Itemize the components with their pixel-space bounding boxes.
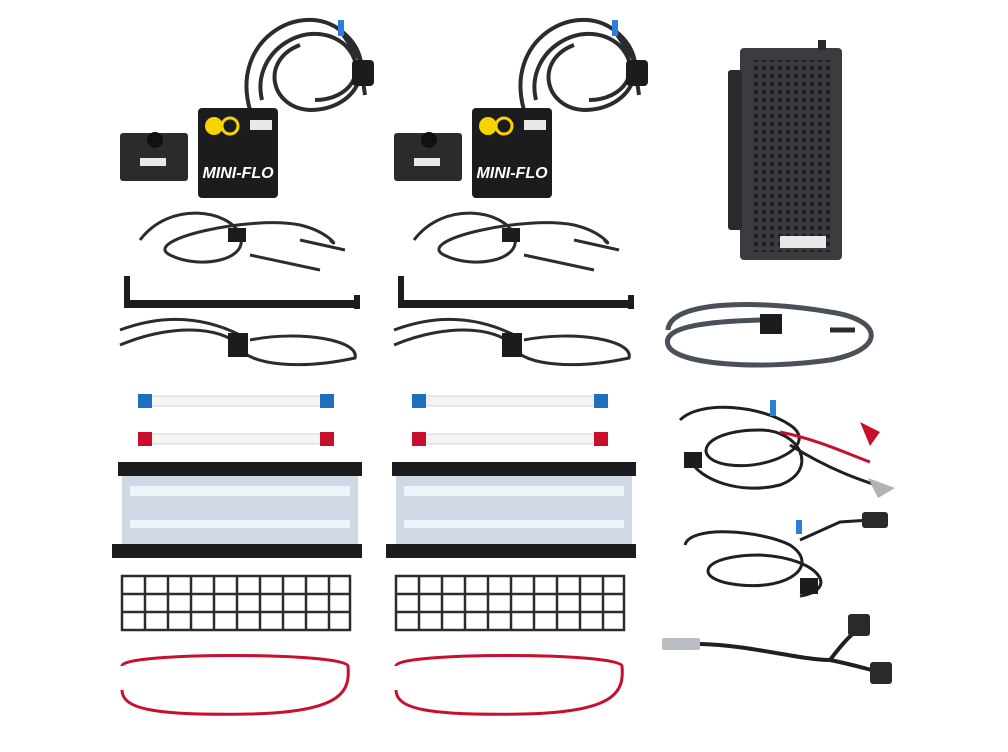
power-cable-right [393,317,631,367]
red-wire-loop-left [120,654,350,716]
controller-brand-left: MINI-FLO [202,165,274,182]
xlr-y-adapter [662,614,892,684]
controller-brand-right: MINI-FLO [476,165,548,182]
remote-dimmer-right [394,132,462,181]
battery-cable-with-clips [678,400,895,498]
controller-box-left: MINI-FLO [198,108,278,198]
coiled-cable-left [244,18,374,113]
fixture-housing-left [112,462,362,558]
extension-cable-right [412,211,620,272]
remote-dimmer-left [120,132,188,181]
kit-right: MINI-FLO [386,18,648,716]
fixture-housing-right [386,462,636,558]
extension-cable-left [138,211,346,272]
ac-power-cord [664,302,874,368]
fluorescent-tube-blue-left [138,394,334,408]
lighter-adapter-cable [683,512,888,598]
power-supply-unit [728,40,842,260]
controller-box-right: MINI-FLO [472,108,552,198]
fluorescent-tube-red-right [412,432,608,446]
mounting-bracket-left [124,276,360,309]
coiled-cable-right [518,18,648,113]
kit-left: MINI-FLO [112,18,374,716]
fluorescent-tube-blue-right [412,394,608,408]
louver-grid-left [120,574,352,632]
red-wire-loop-right [394,654,624,716]
mounting-bracket-right [398,276,634,309]
fluorescent-tube-red-left [138,432,334,446]
louver-grid-right [394,574,626,632]
power-cable-left [119,317,357,367]
